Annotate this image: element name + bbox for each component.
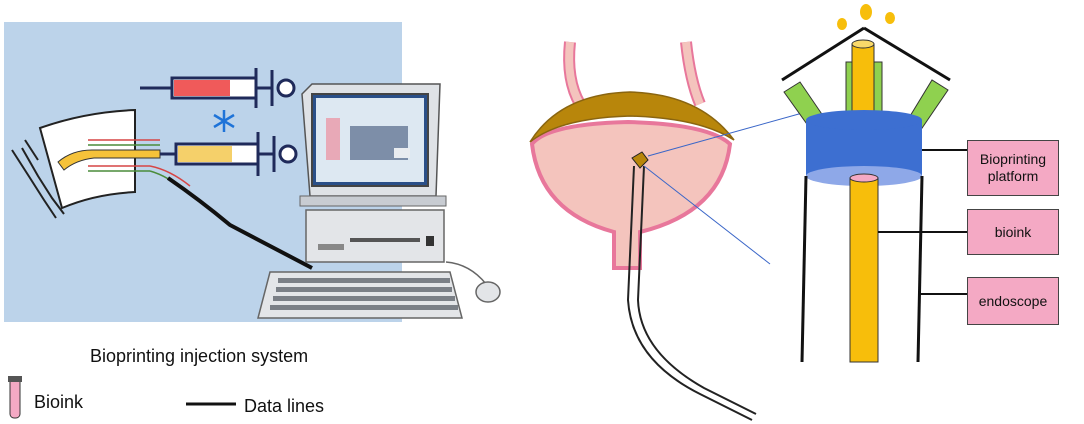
label-endoscope: endoscope [967,277,1059,325]
yellow-nozzle [57,149,161,171]
data-line [166,176,313,270]
computer-icon [299,83,447,263]
snowflake-icon [213,110,235,132]
label-bioprinting-platform: Bioprinting platform [967,140,1059,196]
syringe-icon [140,68,296,108]
legend-bioink-label: Bioink [34,392,84,412]
zoom-line-bottom [643,165,771,265]
label-endoscope-text: endoscope [978,292,1048,309]
label-bioprinting-platform-text: Bioprinting platform [979,151,1047,184]
bioprinting-platform-detail [781,4,967,363]
injection-system-title: Bioprinting injection system [90,346,309,366]
test-tube-icon [8,376,22,419]
legend-data-lines-label: Data lines [244,396,325,416]
label-bioink-text: bioink [994,223,1032,240]
endoscope-tip-marker [631,151,649,169]
syringe-icon [160,132,298,176]
endoscope-line [626,165,757,421]
label-bioink: bioink [967,209,1059,255]
keyboard-icon [257,271,463,319]
bladder-illustration [529,41,735,270]
mouse-icon [445,261,501,303]
zoom-line-top [647,111,807,157]
